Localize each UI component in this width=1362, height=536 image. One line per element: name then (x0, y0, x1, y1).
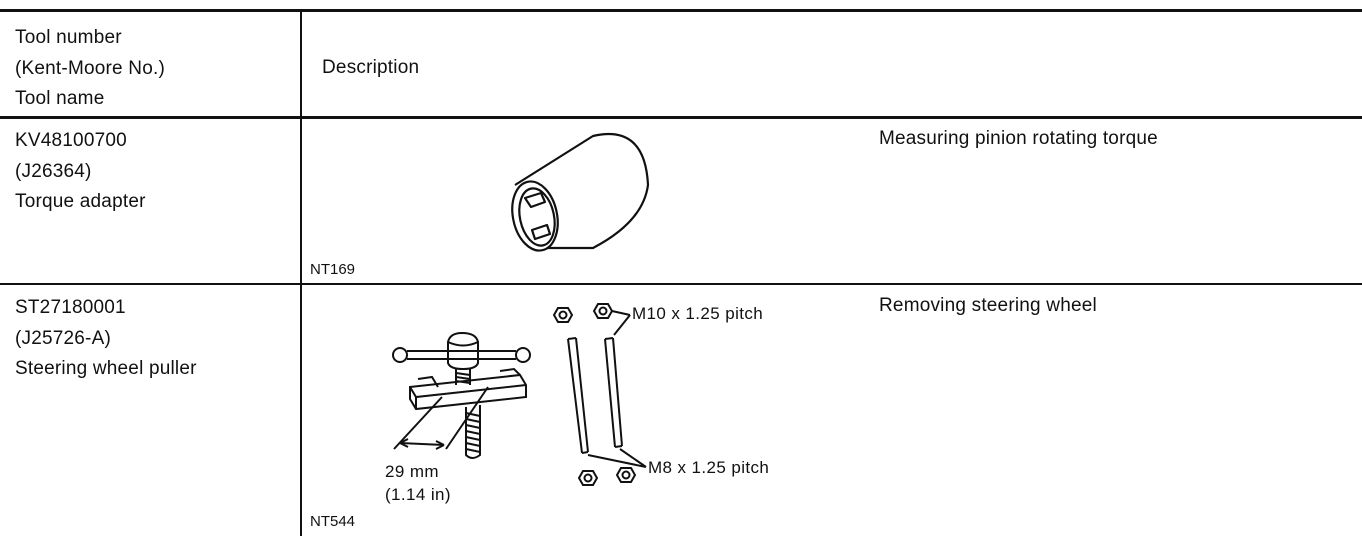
tool-number: ST27180001 (15, 297, 126, 318)
tool-description: Measuring pinion rotating torque (879, 128, 1158, 149)
dimension-mm-label: 29 mm (385, 462, 439, 481)
kent-moore-number: (J26364) (15, 160, 92, 182)
steering-wheel-puller-illustration (392, 303, 647, 486)
tool-identity-cell: KV48100700 (J26364) Torque adapter (15, 126, 146, 218)
figure-code: NT544 (310, 513, 356, 530)
tool-identity-cell: ST27180001 (J25726-A) Steering wheel pul… (15, 293, 197, 385)
tool-name: Torque adapter (15, 191, 146, 212)
tool-number: KV48100700 (15, 130, 127, 151)
tool-description: Removing steering wheel (879, 295, 1097, 316)
dimension-in-label: (1.14 in) (385, 485, 451, 504)
table-top-rule (0, 9, 1362, 12)
kent-moore-number: (J25726-A) (15, 327, 111, 349)
header-tool-column: Tool number (Kent-Moore No.) Tool name (15, 23, 165, 115)
header-bottom-rule (0, 116, 1362, 119)
m8-bolt-label: M8 x 1.25 pitch (648, 458, 770, 477)
header-description: Description (322, 57, 420, 78)
header-tool-name: Tool name (15, 88, 105, 109)
figure-code: NT169 (310, 261, 356, 278)
header-tool-number: Tool number (15, 27, 122, 48)
row-divider (0, 283, 1362, 285)
column-divider (300, 10, 302, 536)
header-kent-moore: (Kent-Moore No.) (15, 57, 165, 79)
m10-bolt-label: M10 x 1.25 pitch (632, 304, 764, 323)
tool-name: Steering wheel puller (15, 358, 197, 379)
torque-adapter-illustration (511, 132, 650, 252)
